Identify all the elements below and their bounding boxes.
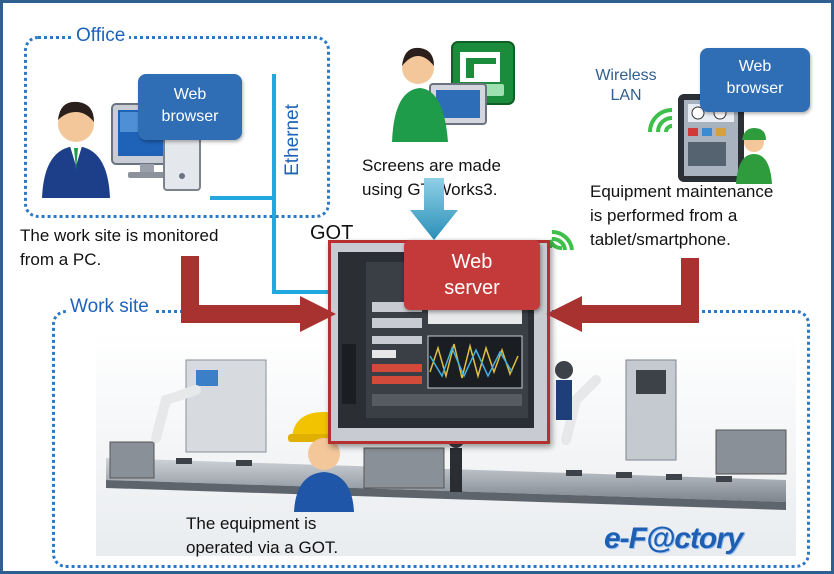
worksite-caption-line2: operated via a GOT.: [186, 538, 339, 557]
office-region: [24, 36, 330, 218]
ethernet-line-vertical: [272, 74, 276, 294]
wireless-signal-icon-got: [548, 229, 574, 251]
office-caption-line2: from a PC.: [20, 250, 102, 269]
got-screen: [338, 252, 534, 428]
office-label: Office: [72, 25, 130, 47]
wireless-lan-label: Wireless LAN: [595, 67, 657, 104]
web-server-badge: Web server: [404, 240, 540, 310]
office-web-browser-badge: Web browser: [138, 74, 242, 140]
worksite-caption-line1: The equipment is: [186, 514, 317, 533]
transfer-arrow: [410, 178, 458, 240]
arrow-tablet-to-got: [546, 258, 699, 332]
e-factory-logo: e-F@ctory: [604, 522, 744, 555]
work-site-label: Work site: [66, 296, 153, 318]
got-label: GOT: [310, 222, 354, 244]
office-caption-line1: The work site is monitored: [20, 226, 219, 245]
gtworks-developer-illustration: [392, 41, 515, 142]
gtworks-caption-line1: Screens are made: [362, 156, 501, 175]
wireless-signal-icon-tablet: [648, 108, 673, 133]
mobile-caption-line3: tablet/smartphone.: [590, 230, 731, 249]
mobile-caption-line1: Equipment maintenance: [590, 182, 774, 201]
mobile-caption-line2: is performed from a: [590, 206, 738, 225]
arrow-pc-to-got: [181, 256, 336, 332]
ethernet-line-pc: [210, 196, 274, 200]
ethernet-label: Ethernet: [282, 104, 303, 176]
mobile-web-browser-badge: Web browser: [700, 48, 810, 112]
ethernet-line-got: [272, 290, 342, 294]
